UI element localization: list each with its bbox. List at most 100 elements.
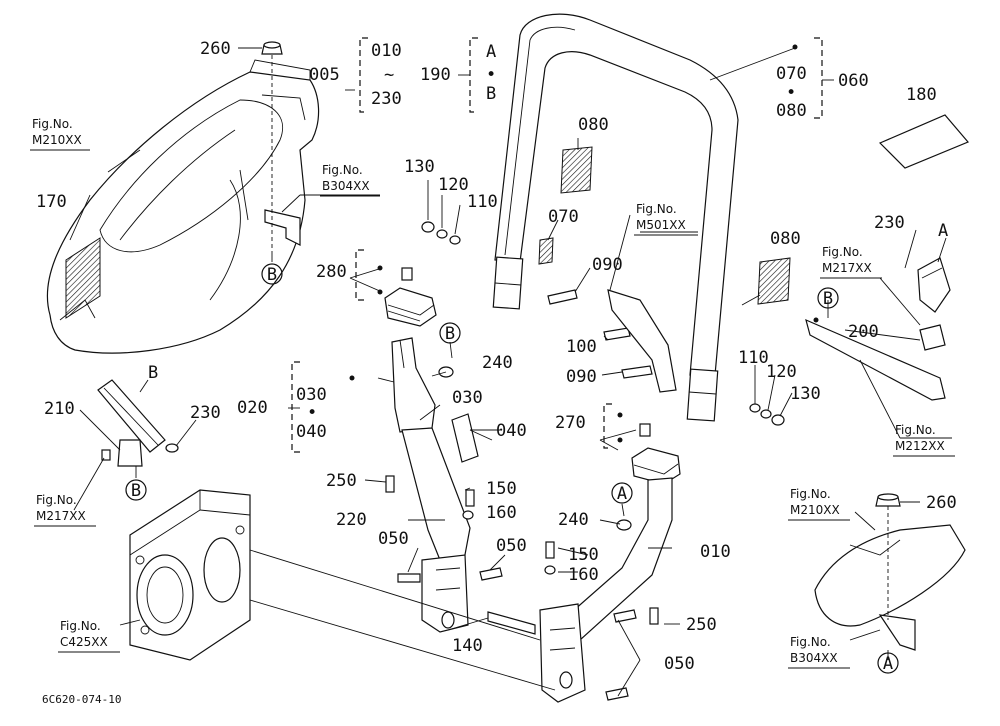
range-tilde: ~	[384, 65, 394, 85]
figref-b304-top-l1: Fig.No.	[322, 163, 363, 177]
callout-240-b: 240	[558, 510, 589, 530]
rops-frame	[492, 13, 791, 422]
callout-110-b: 110	[738, 348, 769, 368]
handle-210	[97, 379, 179, 467]
callout-170: 170	[36, 192, 67, 212]
dot-sep-1: •	[486, 65, 496, 85]
callout-250-a: 250	[326, 471, 357, 491]
callout-050-c: 050	[664, 654, 695, 674]
callout-160-b: 160	[568, 565, 599, 585]
callout-010-range: 010	[371, 41, 402, 61]
callout-250-b: 250	[686, 615, 717, 635]
callout-080-range: 080	[776, 101, 807, 121]
callout-180: 180	[906, 85, 937, 105]
circled-refs: B B B B A A	[125, 263, 899, 674]
callout-230-range: 230	[371, 89, 402, 109]
callout-080-a: 080	[578, 115, 609, 135]
callout-005: 005	[309, 65, 340, 85]
transmission-case	[129, 489, 251, 661]
callout-120-a: 120	[438, 175, 469, 195]
callout-190: 190	[420, 65, 451, 85]
figref-b304-bottom-l2: B304XX	[790, 651, 838, 665]
dot-sep-2: •	[786, 83, 796, 103]
diagram-code: 6C620-074-10	[42, 693, 121, 706]
callout-220: 220	[336, 510, 367, 530]
callouts: 260 005 010 ~ 230 190 A • B 070 • 080 06…	[36, 39, 957, 674]
figref-m217-right-l1: Fig.No.	[822, 245, 863, 259]
callout-A-range: A	[486, 42, 496, 62]
callout-130-a: 130	[404, 157, 435, 177]
callout-260-bottom: 260	[926, 493, 957, 513]
figref-m217-left-l1: Fig.No.	[36, 493, 77, 507]
dot-sep-3: •	[307, 403, 317, 423]
main-bracket-220	[401, 427, 471, 633]
callout-110-a: 110	[467, 192, 498, 212]
callout-230-b: 230	[190, 403, 221, 423]
circled-b3: B	[823, 289, 833, 309]
callout-160-a: 160	[486, 503, 517, 523]
callout-140: 140	[452, 636, 483, 656]
figref-m210-top-l1: Fig.No.	[32, 117, 73, 131]
callout-120-b: 120	[766, 362, 797, 382]
bracket-m501	[607, 289, 677, 393]
callout-150-b: 150	[568, 545, 599, 565]
figref-m210-top-l2: M210XX	[32, 133, 82, 147]
callout-080-b: 080	[770, 229, 801, 249]
circled-b4: B	[131, 481, 141, 501]
callout-270: 270	[555, 413, 586, 433]
callout-050-a: 050	[378, 529, 409, 549]
beacon-mount	[805, 257, 951, 401]
fender-part	[46, 59, 320, 354]
figref-c425-l1: Fig.No.	[60, 619, 101, 633]
callout-130-b: 130	[790, 384, 821, 404]
figref-c425-l2: C425XX	[60, 635, 108, 649]
callout-280: 280	[316, 262, 347, 282]
callout-240-a: 240	[482, 353, 513, 373]
callout-030-a: 030	[452, 388, 483, 408]
callout-050-b: 050	[496, 536, 527, 556]
figref-b304-top-l2: B304XX	[322, 179, 370, 193]
figref-b304-bottom-l1: Fig.No.	[790, 635, 831, 649]
callout-100: 100	[566, 337, 597, 357]
callout-B-handle: B	[148, 363, 158, 383]
support-bracket	[264, 55, 301, 255]
callout-200: 200	[848, 322, 879, 342]
callout-260-top: 260	[200, 39, 231, 59]
circled-b2: B	[445, 324, 455, 344]
rubber-mount-280	[384, 267, 437, 327]
callout-210: 210	[44, 399, 75, 419]
range-brackets	[291, 37, 823, 453]
callout-020: 020	[237, 398, 268, 418]
figref-m210-bottom-l2: M210XX	[790, 503, 840, 517]
callout-040-range: 040	[296, 422, 327, 442]
leader-lines	[69, 47, 952, 697]
callout-090-b: 090	[566, 367, 597, 387]
callout-150-a: 150	[486, 479, 517, 499]
callout-030-range: 030	[296, 385, 327, 405]
figure-refs: Fig.No. M210XX Fig.No. B304XX Fig.No. M5…	[30, 117, 955, 669]
figref-m217-left-l2: M217XX	[36, 509, 86, 523]
nut-260-top	[261, 41, 283, 55]
callout-B-range: B	[486, 84, 496, 104]
circled-b1: B	[267, 265, 277, 285]
callout-040-a: 040	[496, 421, 527, 441]
callout-010-a: 010	[700, 542, 731, 562]
stay-bracket-030	[391, 337, 479, 463]
manual-180	[878, 114, 969, 169]
bullets	[349, 44, 819, 443]
figref-m212-l1: Fig.No.	[895, 423, 936, 437]
callout-070-range: 070	[776, 64, 807, 84]
fender-fragment	[814, 493, 966, 651]
circled-a1: A	[617, 484, 627, 504]
figref-m501-l1: Fig.No.	[636, 202, 677, 216]
circled-a2: A	[883, 654, 893, 674]
bolts	[385, 221, 785, 701]
callout-090-a: 090	[592, 255, 623, 275]
callout-070-a: 070	[548, 207, 579, 227]
callout-060: 060	[838, 71, 869, 91]
callout-A-beacon: A	[938, 221, 948, 241]
figref-m210-bottom-l1: Fig.No.	[790, 487, 831, 501]
main-bracket-010	[539, 477, 673, 703]
